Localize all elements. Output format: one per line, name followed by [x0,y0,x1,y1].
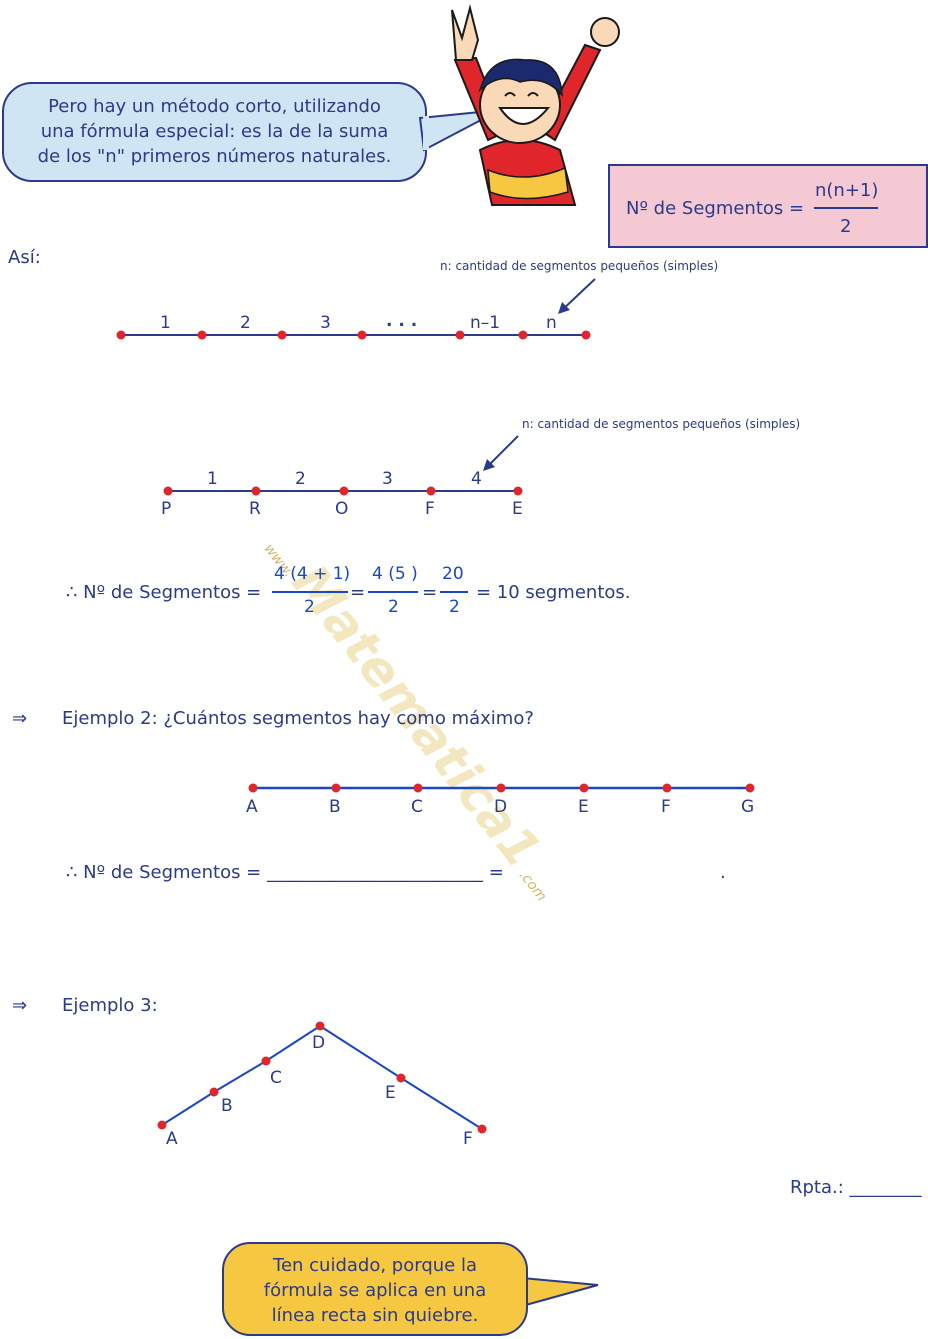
example1-frac1-line [272,591,348,593]
example3-point [315,1021,325,1031]
example1-frac1-num: 4 (4 + 1) [274,564,351,584]
example2-point [662,783,672,793]
example2-arrow-icon: ⇒ [12,708,28,729]
example1-note-arrow [485,435,519,469]
example2-point-label: F [661,797,671,817]
example1-point-label: O [335,499,349,519]
example1-frac3-num: 20 [442,564,464,584]
example1-point [426,486,436,496]
example2-result-line: ∴ Nº de Segmentos = ____________________… [66,862,504,883]
example1-eq2: = [422,582,438,603]
formula-numerator: n(n+1) [815,180,879,201]
example3-point [157,1120,167,1130]
example2-point [496,783,506,793]
asi-label: Así: [8,247,41,268]
example2-point-label: E [578,797,589,817]
example1-point-label: F [425,499,435,519]
example3-point-label: B [221,1096,233,1116]
example3-title: Ejemplo 3: [62,995,158,1016]
example1-point [339,486,349,496]
example2-point-label: C [411,797,423,817]
example1-frac1-den: 2 [304,597,315,617]
example2-point-label: B [329,797,341,817]
example3-point-label: A [166,1129,178,1149]
example3-point-label: C [270,1068,282,1088]
general-point [277,330,287,340]
formula-denominator: 2 [840,216,852,237]
example1-note: n: cantidad de segmentos pequeños (simpl… [522,417,801,431]
example2-point-label: G [741,797,755,817]
example2-point [331,783,341,793]
example1-segment-label: 3 [382,469,393,489]
speech-bubble-top: Pero hay un método corto, utilizando una… [2,82,427,182]
speech-bubble-bottom-text: Ten cuidado, porque la fórmula se aplica… [263,1255,487,1326]
example1-point [513,486,523,496]
example1-point-label: P [161,499,172,519]
example1-result-suffix: = 10 segmentos. [476,582,631,603]
general-point [581,330,591,340]
example2-title: Ejemplo 2: ¿Cuántos segmentos hay como m… [62,708,534,729]
example1-eq1: = [350,582,366,603]
example1-frac3-den: 2 [449,597,460,617]
example2-point [745,783,755,793]
example1-point-label: R [249,499,261,519]
general-segment-label: n [546,313,557,333]
example3-point [261,1056,271,1066]
formula-box: Nº de Segmentos = n(n+1) 2 [608,164,928,248]
general-point [455,330,465,340]
example3-point [209,1087,219,1097]
example1-frac3-line [440,591,468,593]
speech-bubble-top-text: Pero hay un método corto, utilizando una… [37,96,392,167]
general-segment-label: n–1 [470,313,501,333]
example3-point-label: E [385,1083,396,1103]
example1-segment-label: 1 [207,469,218,489]
example1-result-prefix: ∴ Nº de Segmentos = [66,582,262,603]
example2-point [413,783,423,793]
example3-point [396,1073,406,1083]
example3-broken-line [161,1024,483,1130]
example3-arrow-icon: ⇒ [12,995,28,1016]
example1-frac2-num: 4 (5 ) [372,564,418,584]
answer-line: Rpta.: ________ [790,1177,922,1198]
general-note: n: cantidad de segmentos pequeños (simpl… [440,259,719,273]
example1-segment-label: 2 [295,469,306,489]
example2-point-label: D [494,797,508,817]
example1-frac2-den: 2 [388,597,399,617]
example2-point [248,783,258,793]
formula-fraction-line [814,207,878,209]
example3-point-label: D [312,1033,326,1053]
example1-segment-label: 4 [471,469,482,489]
speech-bubble-bottom: Ten cuidado, porque la fórmula se aplica… [222,1242,528,1336]
general-point [357,330,367,340]
example1-point [251,486,261,496]
example1-frac2-line [368,591,418,593]
general-segment-label: 1 [160,313,171,333]
general-segment-label: 2 [240,313,251,333]
general-segment-label: . . . [386,311,418,331]
general-point [518,330,528,340]
example2-point-label: A [246,797,258,817]
example1-point-label: E [512,499,523,519]
example2-point [579,783,589,793]
general-point [197,330,207,340]
example2-result-end: . [720,862,726,883]
example3-point [477,1124,487,1134]
example1-point [163,486,173,496]
general-point [116,330,126,340]
formula-label: Nº de Segmentos = [626,198,805,219]
general-segment-label: 3 [320,313,331,333]
example3-point-label: F [463,1129,473,1149]
